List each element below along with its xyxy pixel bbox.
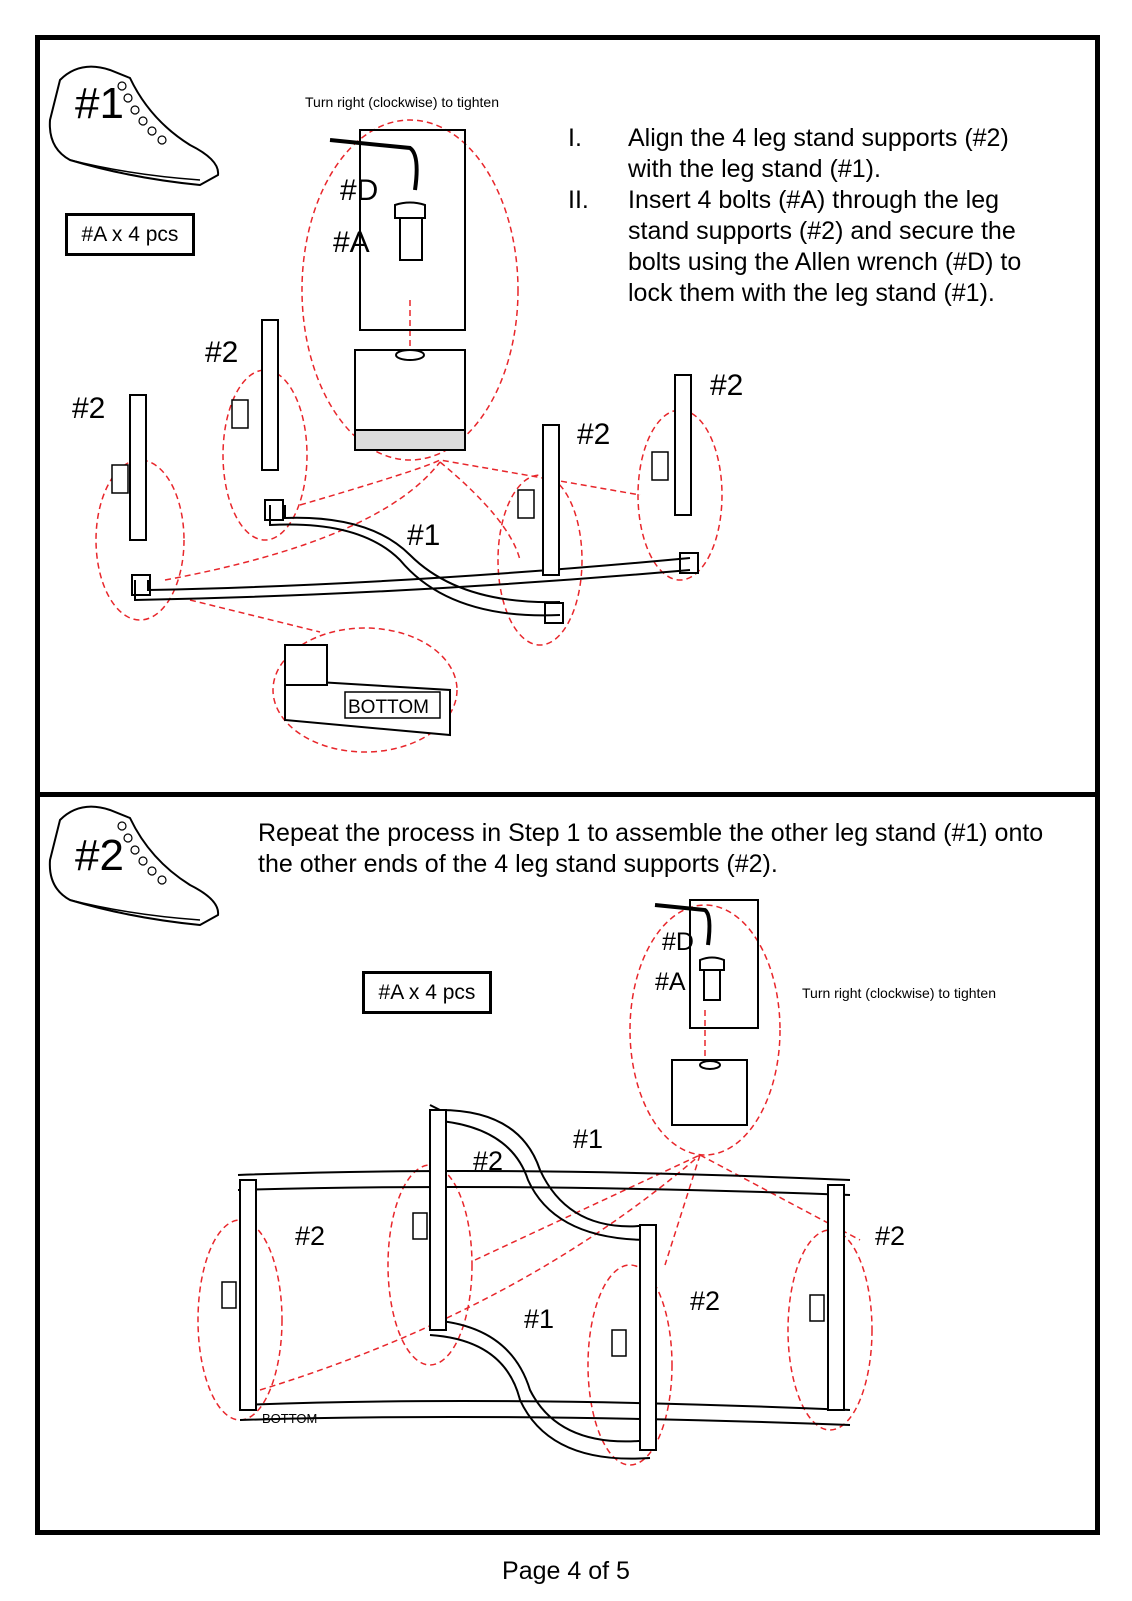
instruction-item: I. Align the 4 leg stand supports (#2) w…	[568, 124, 1009, 183]
page-number: Page 4 of 5	[502, 1557, 630, 1585]
bottom-label: BOTTOM	[348, 697, 429, 718]
step-divider	[35, 792, 1100, 797]
stand-label: #1	[524, 1304, 554, 1334]
step1-badge: #1	[75, 79, 124, 128]
step2-assembly-diagram: #D #A #2 #2 #2 #2 #1 #1 BOTTOM	[197, 899, 905, 1466]
support-label: #2	[295, 1221, 325, 1251]
part-a-label: #A	[655, 968, 686, 996]
step1-instructions: I. Align the 4 leg stand supports (#2) w…	[568, 123, 1038, 309]
bottom-label: BOTTOM	[262, 1411, 317, 1426]
step2-quantity-box: #A x 4 pcs	[362, 971, 492, 1014]
support-label: #2	[875, 1221, 905, 1251]
page-frame	[35, 35, 1100, 1535]
support-label: #2	[205, 336, 238, 369]
step1-sneaker-icon: #1	[48, 65, 220, 187]
bolts	[111, 399, 669, 519]
leg-supports	[239, 1109, 845, 1451]
step1-quantity-box: #A x 4 pcs	[65, 213, 195, 256]
callout-circles	[197, 904, 873, 1466]
step2-badge: #2	[75, 831, 124, 880]
step1-assembly-diagram: #D #A #2 #2 #2 #2 #1 BOTTOM	[72, 119, 743, 753]
table-frame	[237, 1104, 851, 1460]
support-label: #2	[72, 392, 105, 425]
leg-stand-frame	[131, 499, 699, 624]
part-d-label: #D	[340, 174, 378, 207]
support-label: #2	[577, 418, 610, 451]
instruction-item: II. Insert 4 bolts (#A) through the leg …	[568, 186, 1022, 307]
step2-tighten-note: Turn right (clockwise) to tighten	[802, 985, 996, 1001]
step1-tighten-note: Turn right (clockwise) to tighten	[305, 94, 499, 110]
step2-instruction: Repeat the process in Step 1 to assemble…	[258, 819, 1044, 878]
step2-sneaker-icon: #2	[48, 805, 220, 927]
support-label: #2	[690, 1286, 720, 1316]
callout-circles	[95, 119, 723, 753]
stand-label: #1	[407, 519, 440, 552]
support-label: #2	[473, 1146, 503, 1176]
support-label: #2	[710, 369, 743, 402]
part-a-label: #A	[333, 226, 370, 259]
bottom-detail	[284, 644, 451, 737]
part-d-label: #D	[662, 928, 694, 956]
stand-label: #1	[573, 1124, 603, 1154]
bolt-detail	[329, 129, 466, 451]
bolts	[221, 1212, 825, 1357]
bolt-detail	[654, 899, 759, 1126]
leg-supports	[129, 319, 692, 576]
